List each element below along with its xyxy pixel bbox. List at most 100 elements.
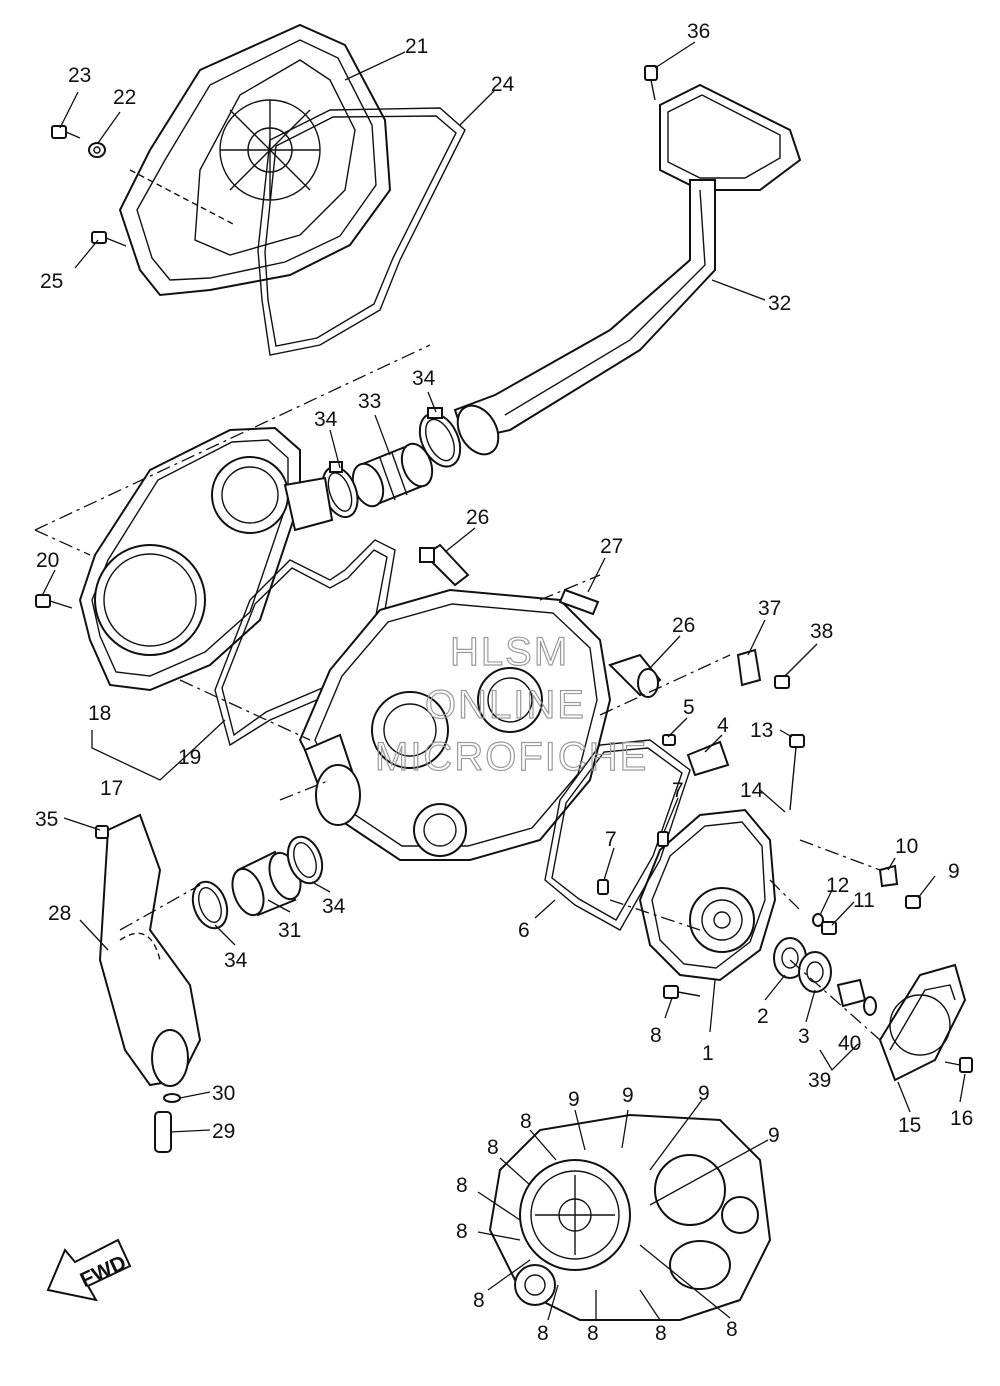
callout: 10 (895, 835, 918, 858)
callout: 40 (838, 1032, 861, 1055)
callout: 8 (587, 1322, 599, 1345)
callout: 34 (224, 949, 248, 972)
dowel-7-lower (597, 879, 609, 895)
drain-29 (154, 1111, 172, 1153)
callout: 3 (798, 1025, 810, 1048)
cover-15 (878, 963, 967, 1082)
bolt-20 (35, 594, 73, 609)
o-ring-12 (812, 913, 824, 927)
callout: 5 (683, 696, 695, 719)
callout: 7 (605, 828, 617, 851)
callout: 12 (826, 874, 849, 897)
bracket-37 (736, 648, 762, 687)
bolt-36 (644, 65, 658, 101)
callout: 19 (178, 746, 201, 769)
sensor-26-upper (419, 543, 470, 587)
bolt-16 (944, 1057, 973, 1073)
clamp-34-lower-right (286, 835, 324, 885)
fwd-arrow: FWD (46, 1238, 132, 1302)
dipstick-13 (789, 734, 805, 811)
callout: 35 (35, 808, 58, 831)
gasket-19 (214, 539, 396, 747)
grommet-22 (88, 142, 106, 158)
callout: 39 (808, 1069, 831, 1092)
callout: 17 (100, 777, 123, 800)
leader-lines (41, 41, 966, 1321)
joint-33 (351, 442, 434, 508)
callout: 8 (726, 1318, 738, 1341)
callout: 1 (702, 1042, 714, 1065)
callout: 37 (758, 597, 781, 620)
callout: 4 (717, 714, 729, 737)
callout: 34 (314, 408, 338, 431)
callout: 8 (473, 1289, 485, 1312)
gasket-24 (257, 107, 466, 356)
bolt-8-cover (663, 985, 701, 999)
crankcase-block (298, 588, 612, 861)
watermark-line1: HLSM (450, 630, 569, 674)
crankcase-cover-1 (638, 808, 777, 982)
callout: 8 (537, 1322, 549, 1345)
callout: 15 (898, 1114, 921, 1137)
callout: 6 (518, 919, 530, 942)
watermark-line2: ONLINE (425, 683, 586, 727)
watermark-line3: MICROFICHE (375, 735, 648, 779)
callout: 7 (672, 779, 684, 802)
callout: 32 (768, 292, 791, 315)
alignment-lines (34, 344, 881, 1041)
callout-numbers: 21 23 22 24 25 36 32 34 33 34 26 27 26 2… (35, 20, 973, 1345)
bolt-23 (51, 125, 81, 139)
callout: 29 (212, 1120, 235, 1143)
bolt-35 (95, 825, 109, 839)
callout: 25 (40, 270, 63, 293)
callout: 31 (278, 919, 301, 942)
callout: 33 (358, 390, 381, 413)
callout: 23 (68, 64, 91, 87)
callout: 34 (322, 895, 346, 918)
dowel-7-upper (657, 831, 669, 847)
callout: 8 (655, 1322, 667, 1345)
callout: 27 (600, 535, 623, 558)
callout: 20 (36, 549, 59, 572)
callout: 9 (568, 1088, 580, 1111)
callout: 26 (466, 506, 489, 529)
callout: 8 (456, 1220, 468, 1243)
callout: 38 (810, 620, 833, 643)
duct-28 (98, 813, 202, 1087)
clamp-34-upper (418, 407, 462, 468)
collar-39 (836, 978, 867, 1008)
o-ring-40 (863, 996, 877, 1016)
callout: 8 (520, 1110, 532, 1133)
bolt-5 (662, 734, 676, 746)
callout: 8 (456, 1174, 468, 1197)
callout: 11 (853, 889, 875, 912)
callout: 8 (650, 1024, 662, 1047)
callout: 26 (672, 614, 695, 637)
outer-cover-21 (118, 23, 392, 297)
bolt-25 (91, 231, 127, 247)
callout: 18 (88, 702, 111, 725)
callout: 21 (405, 35, 428, 58)
callout: 34 (412, 367, 436, 390)
callout: 16 (950, 1107, 973, 1130)
part-4 (686, 740, 730, 777)
callout: 9 (698, 1082, 710, 1105)
callout: 2 (757, 1005, 769, 1028)
callout: 28 (48, 902, 71, 925)
clamp-34-mid (321, 461, 359, 519)
clip-30 (163, 1093, 181, 1103)
clamp-34-lower-left (191, 880, 229, 930)
pin-27 (558, 588, 600, 616)
callout: 9 (948, 860, 960, 883)
assembled-engine-view (488, 1113, 772, 1321)
bolt-9-right (905, 895, 921, 909)
callout: 36 (687, 20, 710, 43)
callout: 30 (212, 1082, 235, 1105)
inner-cover-18 (78, 426, 334, 692)
oil-seal-3 (798, 951, 832, 993)
callout: 22 (113, 86, 136, 109)
bolt-38 (774, 675, 790, 689)
callout: 8 (487, 1136, 499, 1159)
callout: 13 (750, 719, 773, 742)
